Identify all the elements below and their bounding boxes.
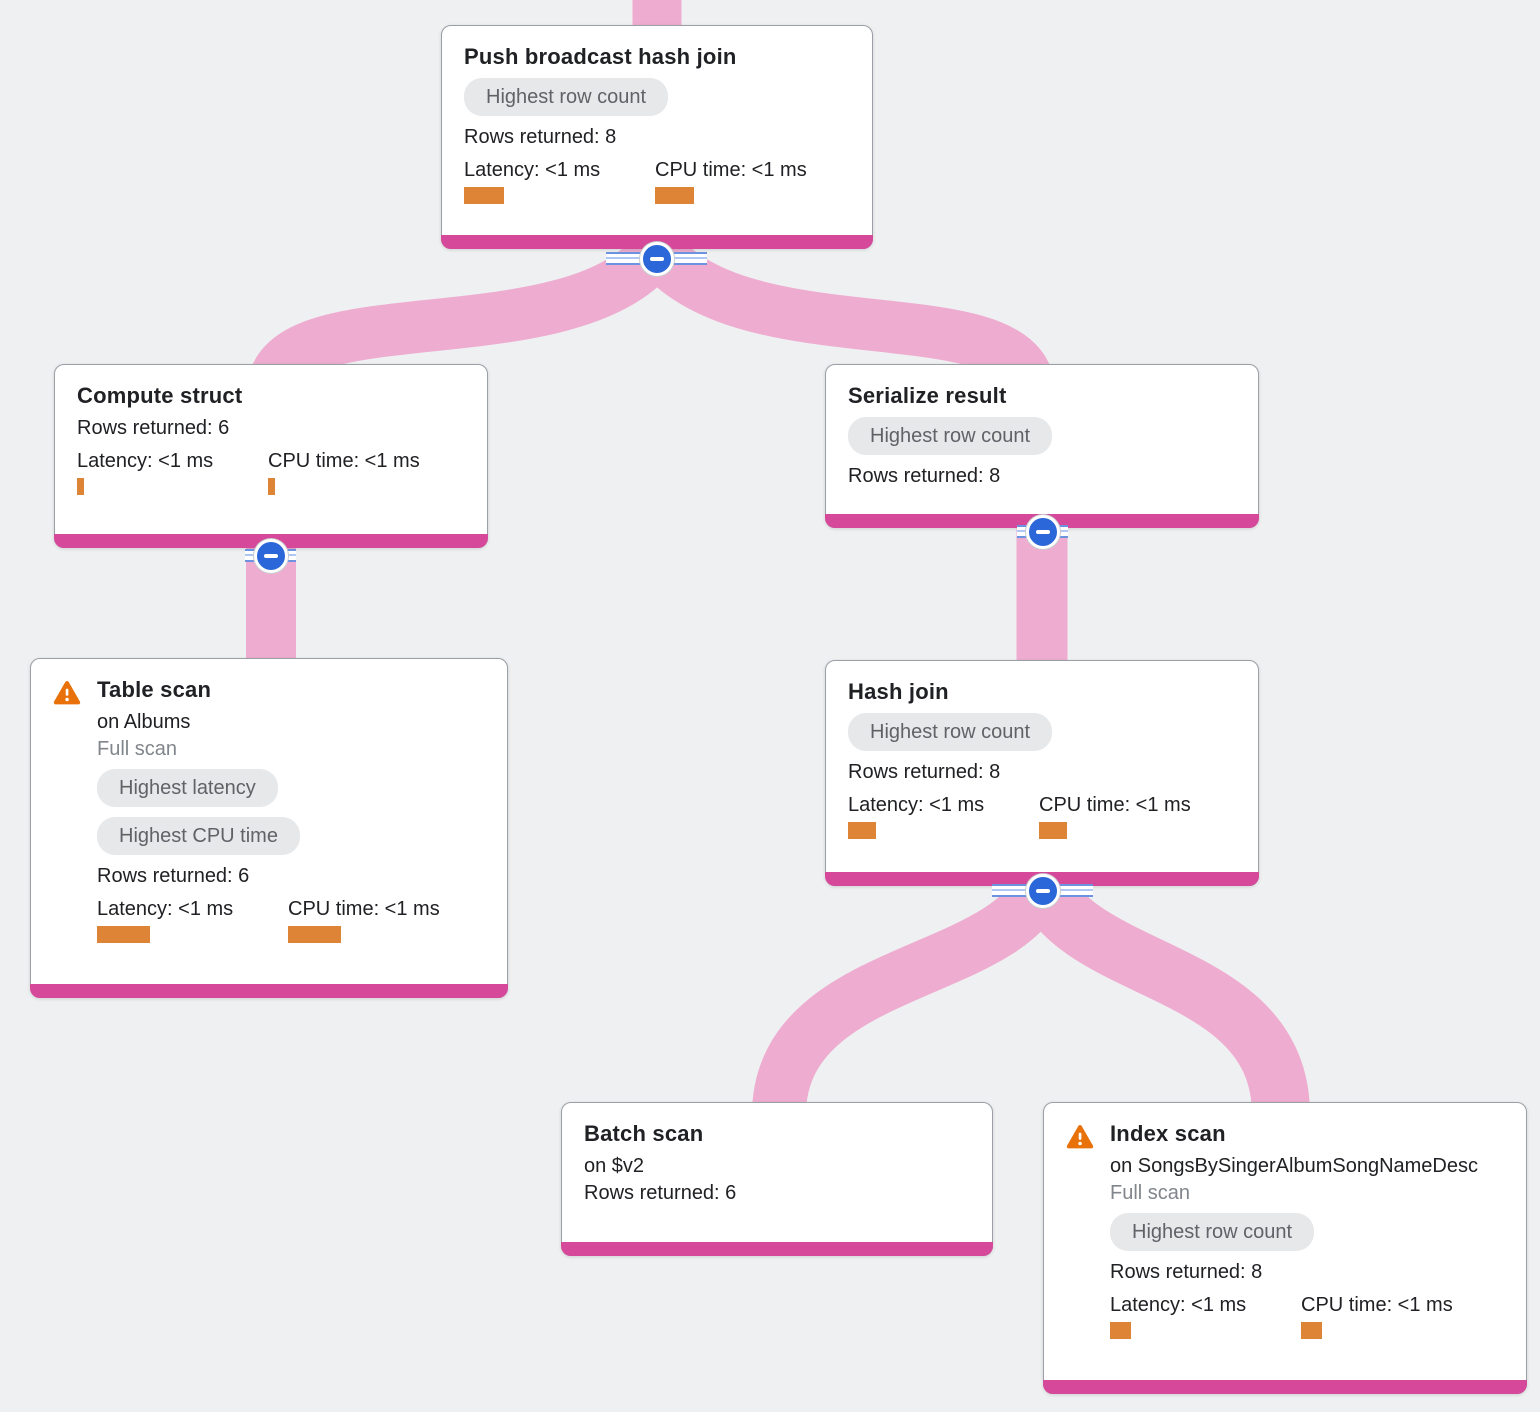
collapse-minus-button[interactable] (1025, 514, 1060, 549)
node-accent-bar (561, 1242, 993, 1256)
badge-highest-row-count: Highest row count (848, 417, 1053, 455)
node-title: Push broadcast hash join (464, 44, 737, 69)
latency-label: Latency: <1 ms (77, 450, 214, 472)
rows-returned: Rows returned: 6 (584, 1182, 737, 1204)
collapse-control-compute-struct (245, 538, 296, 573)
node-title: Serialize result (848, 383, 1007, 408)
cpu-time-label: CPU time: <1 ms (1301, 1294, 1453, 1316)
latency-bar (848, 822, 876, 839)
badge-highest-cpu-time: Highest CPU time (97, 817, 300, 855)
node-accent-bar (30, 984, 508, 998)
node-scan-type: Full scan (97, 738, 178, 760)
warning-icon (53, 677, 97, 943)
cpu-time-bar (268, 478, 275, 495)
cpu-time-label: CPU time: <1 ms (655, 159, 807, 181)
node-title: Hash join (848, 679, 949, 704)
cpu-time-label: CPU time: <1 ms (288, 898, 440, 920)
plan-node-table-scan[interactable]: Table scan on Albums Full scan Highest l… (30, 658, 508, 998)
node-target: on Albums (97, 711, 191, 733)
metrics-row: Latency: <1 ms CPU time: <1 ms (848, 794, 1236, 839)
latency-label: Latency: <1 ms (464, 159, 601, 181)
metrics-row: Latency: <1 ms CPU time: <1 ms (77, 450, 465, 495)
node-title: Batch scan (584, 1121, 704, 1146)
metrics-row: Latency: <1 ms CPU time: <1 ms (1110, 1294, 1504, 1339)
latency-label: Latency: <1 ms (1110, 1294, 1247, 1316)
plan-node-hash-join[interactable]: Hash join Highest row count Rows returne… (825, 660, 1259, 886)
node-scan-type: Full scan (1110, 1182, 1191, 1204)
plan-node-batch-scan[interactable]: Batch scan on $v2 Rows returned: 6 (561, 1102, 993, 1256)
rows-returned: Rows returned: 8 (848, 465, 1001, 487)
edge-join-to-serialize-result (636, 232, 1054, 392)
warning-icon (1066, 1121, 1110, 1339)
edge-hash-join-to-index-scan (1015, 869, 1310, 1117)
rows-returned: Rows returned: 6 (97, 865, 250, 887)
badge-highest-row-count: Highest row count (848, 713, 1053, 751)
badge-highest-row-count: Highest row count (464, 78, 669, 116)
node-title: Index scan (1110, 1121, 1226, 1146)
metrics-row: Latency: <1 ms CPU time: <1 ms (97, 898, 485, 943)
latency-label: Latency: <1 ms (848, 794, 985, 816)
rows-returned: Rows returned: 8 (848, 761, 1001, 783)
latency-bar (97, 926, 150, 943)
rows-returned: Rows returned: 8 (464, 126, 617, 148)
latency-label: Latency: <1 ms (97, 898, 234, 920)
edge-hash-join-to-batch-scan (752, 870, 1068, 1117)
badge-highest-latency: Highest latency (97, 769, 278, 807)
collapse-minus-button[interactable] (639, 241, 674, 276)
edge-join-to-compute-struct (248, 232, 678, 392)
collapse-minus-button[interactable] (253, 538, 288, 573)
collapse-control-hash-join (992, 873, 1093, 908)
rows-returned: Rows returned: 8 (1110, 1261, 1263, 1283)
cpu-time-bar (655, 187, 694, 204)
node-accent-bar (1043, 1380, 1527, 1394)
rows-returned: Rows returned: 6 (77, 417, 230, 439)
cpu-time-bar (1039, 822, 1067, 839)
cpu-time-bar (1301, 1322, 1322, 1339)
cpu-time-label: CPU time: <1 ms (268, 450, 420, 472)
collapse-control-serialize-result (1017, 514, 1068, 549)
plan-node-push-broadcast-hash-join[interactable]: Push broadcast hash join Highest row cou… (441, 25, 873, 249)
badge-highest-row-count: Highest row count (1110, 1213, 1315, 1251)
latency-bar (464, 187, 504, 204)
plan-node-index-scan[interactable]: Index scan on SongsBySingerAlbumSongName… (1043, 1102, 1527, 1394)
metrics-row: Latency: <1 ms CPU time: <1 ms (464, 159, 850, 204)
latency-bar (77, 478, 84, 495)
node-target: on SongsBySingerAlbumSongNameDesc (1110, 1155, 1478, 1177)
node-title: Table scan (97, 677, 212, 702)
node-title: Compute struct (77, 383, 243, 408)
latency-bar (1110, 1322, 1131, 1339)
plan-node-compute-struct[interactable]: Compute struct Rows returned: 6 Latency:… (54, 364, 488, 548)
collapse-control-push-broadcast-hash-join (606, 241, 707, 276)
collapse-minus-button[interactable] (1025, 873, 1060, 908)
cpu-time-label: CPU time: <1 ms (1039, 794, 1191, 816)
plan-node-serialize-result[interactable]: Serialize result Highest row count Rows … (825, 364, 1259, 528)
cpu-time-bar (288, 926, 341, 943)
node-target: on $v2 (584, 1155, 645, 1177)
